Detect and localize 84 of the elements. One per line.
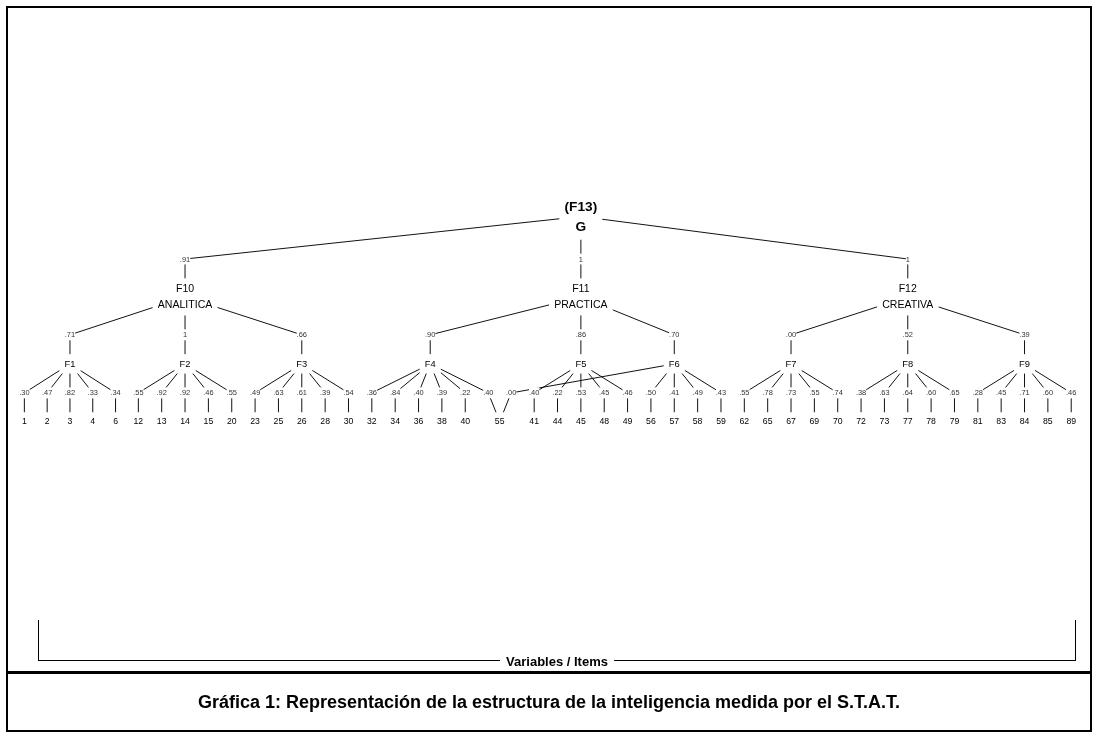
- node-text: F5: [575, 358, 587, 369]
- node-text: 25: [273, 416, 284, 427]
- connector: [79, 370, 116, 413]
- connector: [917, 369, 955, 413]
- node-text: 59: [716, 416, 726, 427]
- node-text: 34: [390, 416, 401, 427]
- connector: [394, 372, 421, 413]
- node-text: 45: [576, 416, 586, 427]
- connector: [612, 309, 675, 355]
- node-text: 20: [226, 416, 237, 427]
- node-text: F8: [902, 358, 914, 369]
- node-text: F6: [668, 358, 680, 369]
- connector: [1034, 369, 1072, 413]
- connector: [533, 369, 571, 413]
- node-text: 12: [133, 416, 144, 427]
- node-text: 4: [90, 416, 96, 427]
- node-text: 48: [599, 416, 610, 427]
- connector: [601, 218, 909, 280]
- node-text: 83: [996, 416, 1007, 427]
- node-text: 77: [902, 416, 913, 427]
- connector: [184, 218, 561, 280]
- node-text: 13: [156, 416, 167, 427]
- node-text: 1: [21, 416, 27, 427]
- node-text: 89: [1066, 416, 1077, 427]
- connector: [371, 368, 421, 413]
- node-text: 57: [669, 416, 680, 427]
- node-text: 36: [413, 416, 424, 427]
- node-text: 85: [1043, 416, 1053, 427]
- connector: [684, 369, 722, 413]
- node-text: F11 PRACTICA: [554, 282, 608, 311]
- node-text: 58: [692, 416, 703, 427]
- connector: [254, 369, 292, 413]
- connector: [743, 369, 782, 413]
- connector: [418, 372, 427, 413]
- node-text: 38: [437, 416, 447, 427]
- node-text: 67: [786, 416, 796, 427]
- node-text: 3: [67, 416, 73, 427]
- bracket-label: Variables / Items: [500, 654, 614, 669]
- connector: [937, 306, 1025, 355]
- node-text: F2: [179, 358, 191, 369]
- node-text: (F13) G: [564, 198, 598, 235]
- node-text: 40: [460, 416, 471, 427]
- node-text: 55: [494, 416, 505, 427]
- node-text: F1: [64, 358, 76, 369]
- connector: [790, 306, 878, 355]
- node-text: 26: [296, 416, 307, 427]
- node-text: 79: [949, 416, 960, 427]
- node-text: 41: [529, 416, 540, 427]
- node-text: 2: [44, 416, 50, 427]
- node-text: 78: [926, 416, 936, 427]
- node-text: 73: [879, 416, 890, 427]
- connector: [216, 306, 303, 355]
- node-text: 14: [180, 416, 190, 427]
- node-text: F9: [1019, 358, 1030, 369]
- node-text: F10 ANALITICA: [157, 282, 213, 311]
- node-text: F12 CREATIVA: [882, 282, 934, 311]
- node-text: 81: [972, 416, 983, 427]
- node-text: 69: [809, 416, 820, 427]
- node-text: 30: [343, 416, 354, 427]
- node-text: 44: [552, 416, 563, 427]
- node-text: 49: [622, 416, 633, 427]
- connector: [23, 370, 60, 413]
- node-text: 65: [762, 416, 773, 427]
- connector: [311, 369, 349, 413]
- node-text: 6: [113, 416, 118, 427]
- connector: [195, 369, 233, 413]
- connector: [433, 372, 443, 413]
- connector: [977, 369, 1015, 413]
- node-text: 84: [1019, 416, 1030, 427]
- connector: [429, 304, 550, 355]
- node-text: 62: [739, 416, 750, 427]
- node-text: 56: [646, 416, 656, 427]
- node-text: 15: [203, 416, 214, 427]
- node-text: 23: [250, 416, 260, 427]
- node-text: F3: [296, 358, 308, 369]
- caption: Gráfica 1: Representación de la estructura de la inteligencia medida por el S.T.A.T.: [197, 691, 901, 713]
- connector: [860, 369, 898, 413]
- node-text: 70: [832, 416, 843, 427]
- node-text: 72: [856, 416, 866, 427]
- node-text: 28: [320, 416, 330, 427]
- node-text: 32: [367, 416, 377, 427]
- connector: [767, 372, 784, 413]
- connector: [69, 307, 154, 355]
- node-text: F7: [785, 358, 797, 369]
